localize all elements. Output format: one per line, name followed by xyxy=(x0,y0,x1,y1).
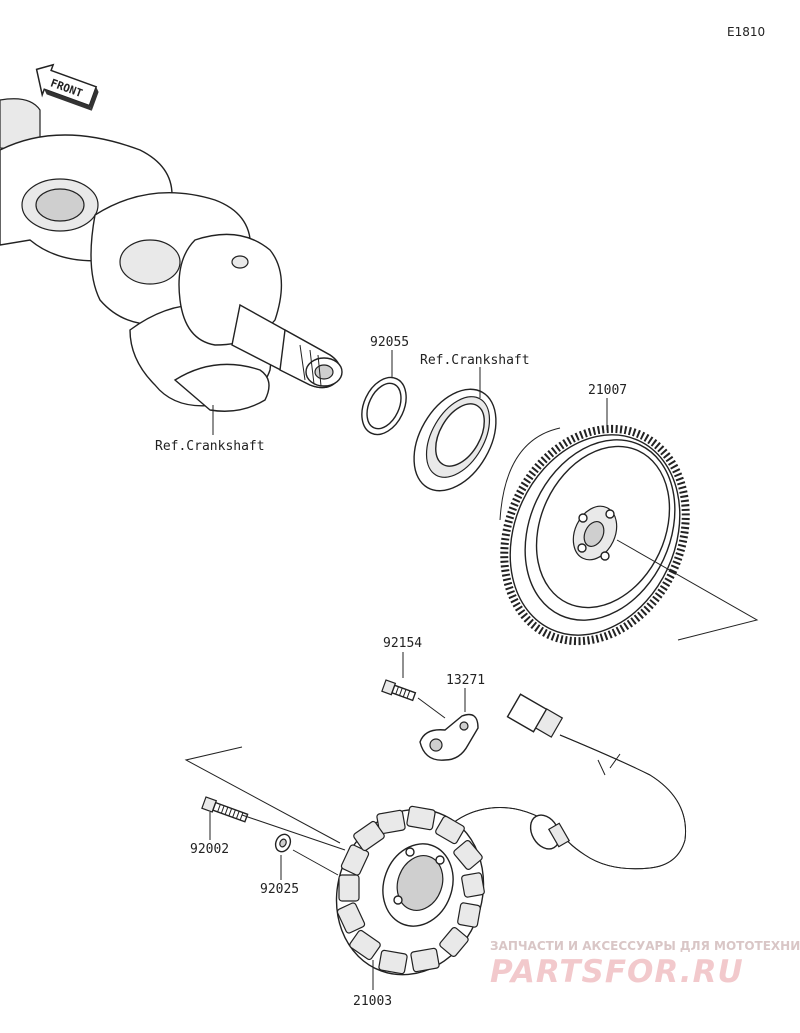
watermark-line2: PARTSFOR.RU xyxy=(490,954,744,990)
ref-crankshaft-upper-label: Ref.Crankshaft xyxy=(420,353,530,368)
label-21007: 21007 xyxy=(588,383,627,398)
front-arrow-icon: FRONT xyxy=(35,63,99,111)
label-92002: 92002 xyxy=(190,842,229,857)
part-92025-washer xyxy=(274,833,292,853)
crankshaft-seal xyxy=(413,388,497,492)
diagram-code: E1810 xyxy=(727,25,765,39)
label-13271: 13271 xyxy=(446,673,485,688)
part-21003-stator xyxy=(335,805,485,976)
crankshaft xyxy=(0,98,343,435)
ref-crankshaft-lower-label: Ref.Crankshaft xyxy=(155,439,265,454)
wire-harness xyxy=(444,693,687,870)
part-92002-bolt xyxy=(201,796,249,823)
label-21003: 21003 xyxy=(353,994,392,1009)
label-92154: 92154 xyxy=(383,636,422,651)
watermark-line1: ЗАПЧАСТИ И АКСЕССУАРЫ ДЛЯ МОТОТЕХНИКИ xyxy=(490,939,800,953)
part-13271-plate xyxy=(419,713,479,761)
part-92055-ring xyxy=(361,376,407,436)
part-92154-bolt xyxy=(381,679,417,702)
label-92025: 92025 xyxy=(260,882,299,897)
label-92055: 92055 xyxy=(370,335,409,350)
part-21007-flywheel xyxy=(499,424,690,646)
stator-coils xyxy=(336,805,485,975)
